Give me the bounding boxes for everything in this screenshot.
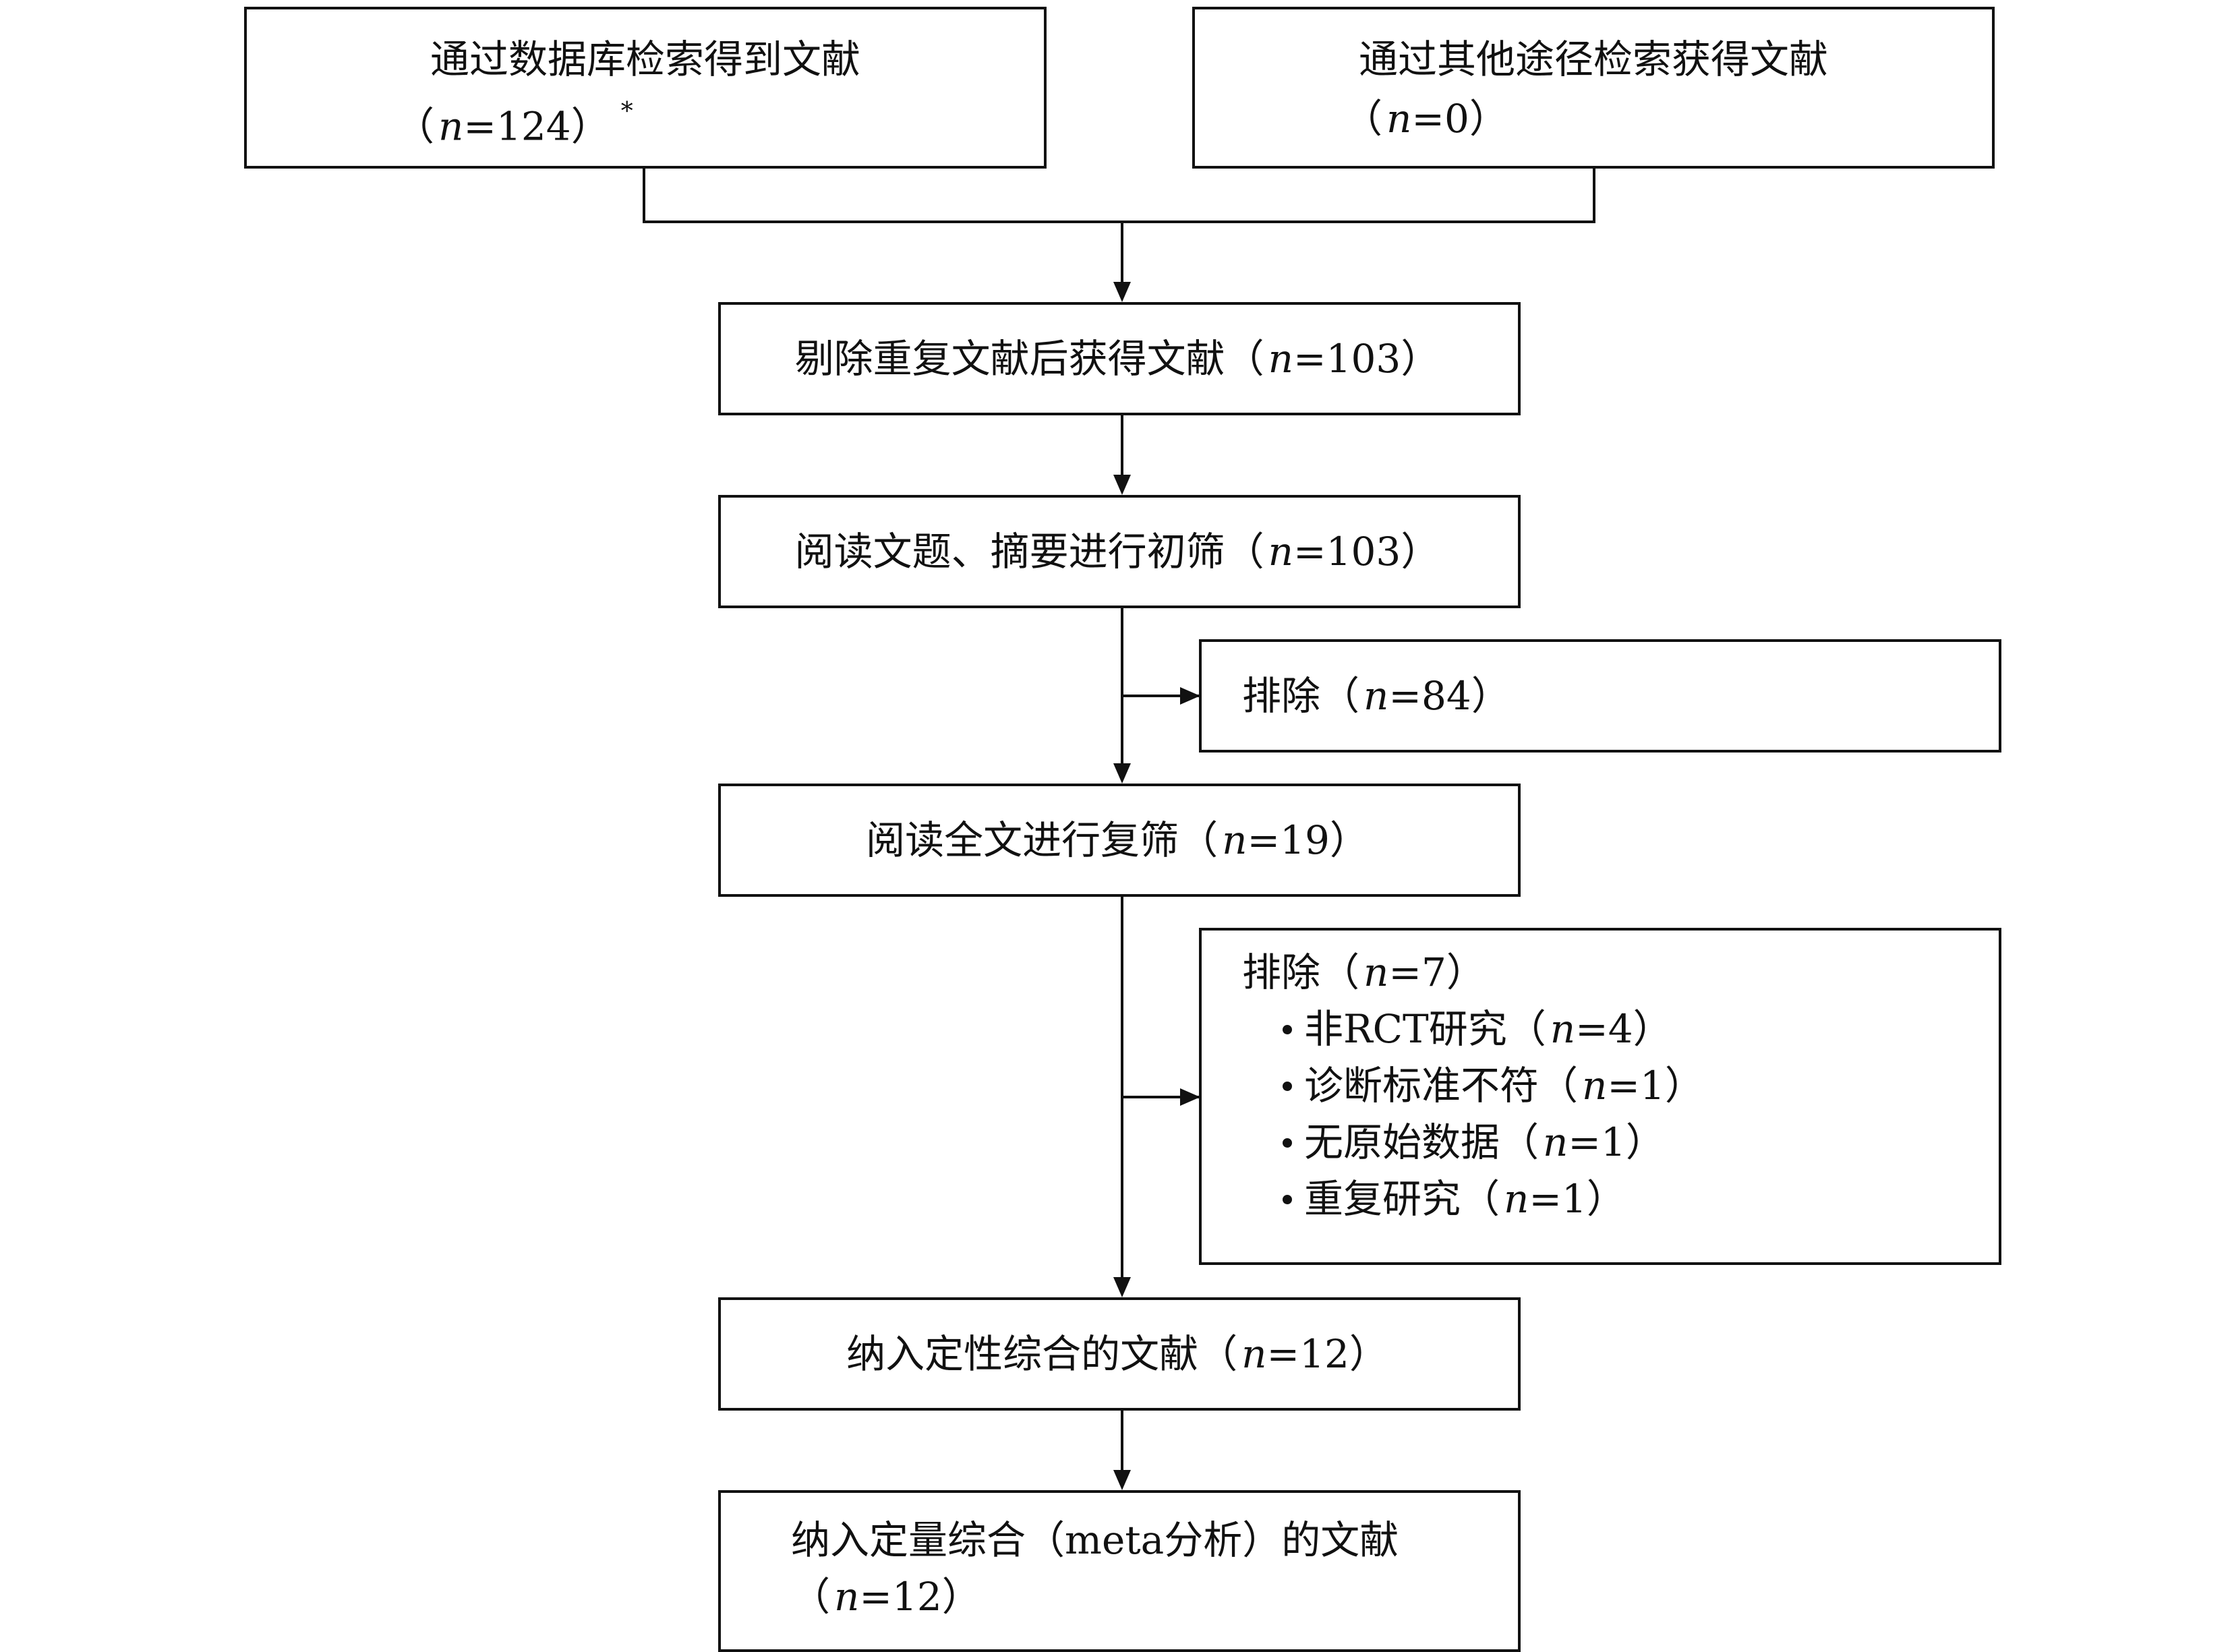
fulltext-label: 阅读全文进行复筛（n=19）	[866, 817, 1373, 863]
fulltext-box: 阅读全文进行复筛（n=19）	[718, 784, 1521, 897]
bullet-icon	[1283, 1138, 1292, 1148]
quantitative-synthesis-box: 纳入定量综合（meta分析）的文献 （n=12）	[718, 1490, 1521, 1652]
arrow-to-screen	[1113, 475, 1131, 495]
connector-merge-to-dedup	[1121, 220, 1123, 298]
screening-box: 阅读文题、摘要进行初筛（n=103）	[718, 495, 1521, 608]
arrow-to-dedup	[1113, 282, 1131, 302]
bullet-icon	[1283, 1195, 1292, 1204]
arrow-to-fulltext	[1113, 763, 1131, 784]
database-search-count: （n=124）*	[395, 98, 633, 150]
dedup-box: 剔除重复文献后获得文献（n=103）	[718, 302, 1521, 415]
exclusion-2-label: 排除（n=7）	[1242, 949, 1490, 995]
connector-fulltext-to-qualitative	[1121, 897, 1123, 1285]
database-search-label: 通过数据库检索得到文献	[430, 36, 860, 82]
connector-database-down	[643, 169, 645, 223]
exclusion-reason-item: 诊断标准不符（n=1）	[1283, 1057, 1708, 1114]
connector-dedup-to-screen	[1121, 415, 1123, 491]
connector-horizontal-merge	[643, 220, 1595, 223]
exclusion-reason-item: 无原始数据（n=1）	[1283, 1114, 1669, 1171]
qualitative-synthesis-label: 纳入定性综合的文献（n=12）	[846, 1331, 1392, 1377]
qualitative-synthesis-box: 纳入定性综合的文献（n=12）	[718, 1297, 1521, 1411]
connector-branch-exclude2	[1121, 1096, 1202, 1098]
screening-label: 阅读文题、摘要进行初筛（n=103）	[794, 529, 1444, 574]
arrow-to-quantitative	[1113, 1470, 1131, 1490]
arrow-to-qualitative	[1113, 1277, 1131, 1297]
footnote-marker: *	[620, 98, 633, 125]
dedup-label: 剔除重复文献后获得文献（n=103）	[794, 336, 1444, 382]
bullet-icon	[1283, 1082, 1292, 1091]
other-sources-box: 通过其他途径检索获得文献 （n=0）	[1192, 7, 1995, 169]
exclusion-2-box: 排除（n=7） 非RCT研究（n=4） 诊断标准不符（n=1） 无原始数据（n=…	[1199, 928, 2001, 1265]
arrow-to-exclude2	[1180, 1088, 1200, 1106]
arrow-to-exclude1	[1180, 687, 1200, 705]
exclusion-1-box: 排除（n=84）	[1199, 639, 2001, 753]
bullet-icon	[1283, 1025, 1292, 1034]
exclusion-reason-item: 重复研究（n=1）	[1283, 1171, 1630, 1227]
connector-branch-exclude1	[1121, 695, 1202, 697]
connector-qualitative-to-quantitative	[1121, 1411, 1123, 1485]
other-sources-label: 通过其他途径检索获得文献	[1358, 36, 1828, 82]
other-sources-count: （n=0）	[1343, 96, 1513, 142]
quantitative-synthesis-label: 纳入定量综合（meta分析）的文献	[791, 1517, 1399, 1563]
database-search-box: 通过数据库检索得到文献 （n=124）*	[244, 7, 1047, 169]
quantitative-synthesis-count: （n=12）	[791, 1574, 985, 1620]
exclusion-1-label: 排除（n=84）	[1242, 673, 1515, 719]
exclusion-reason-item: 非RCT研究（n=4）	[1283, 1001, 1676, 1057]
connector-other-down	[1593, 169, 1595, 223]
connector-screen-to-fulltext	[1121, 608, 1123, 771]
